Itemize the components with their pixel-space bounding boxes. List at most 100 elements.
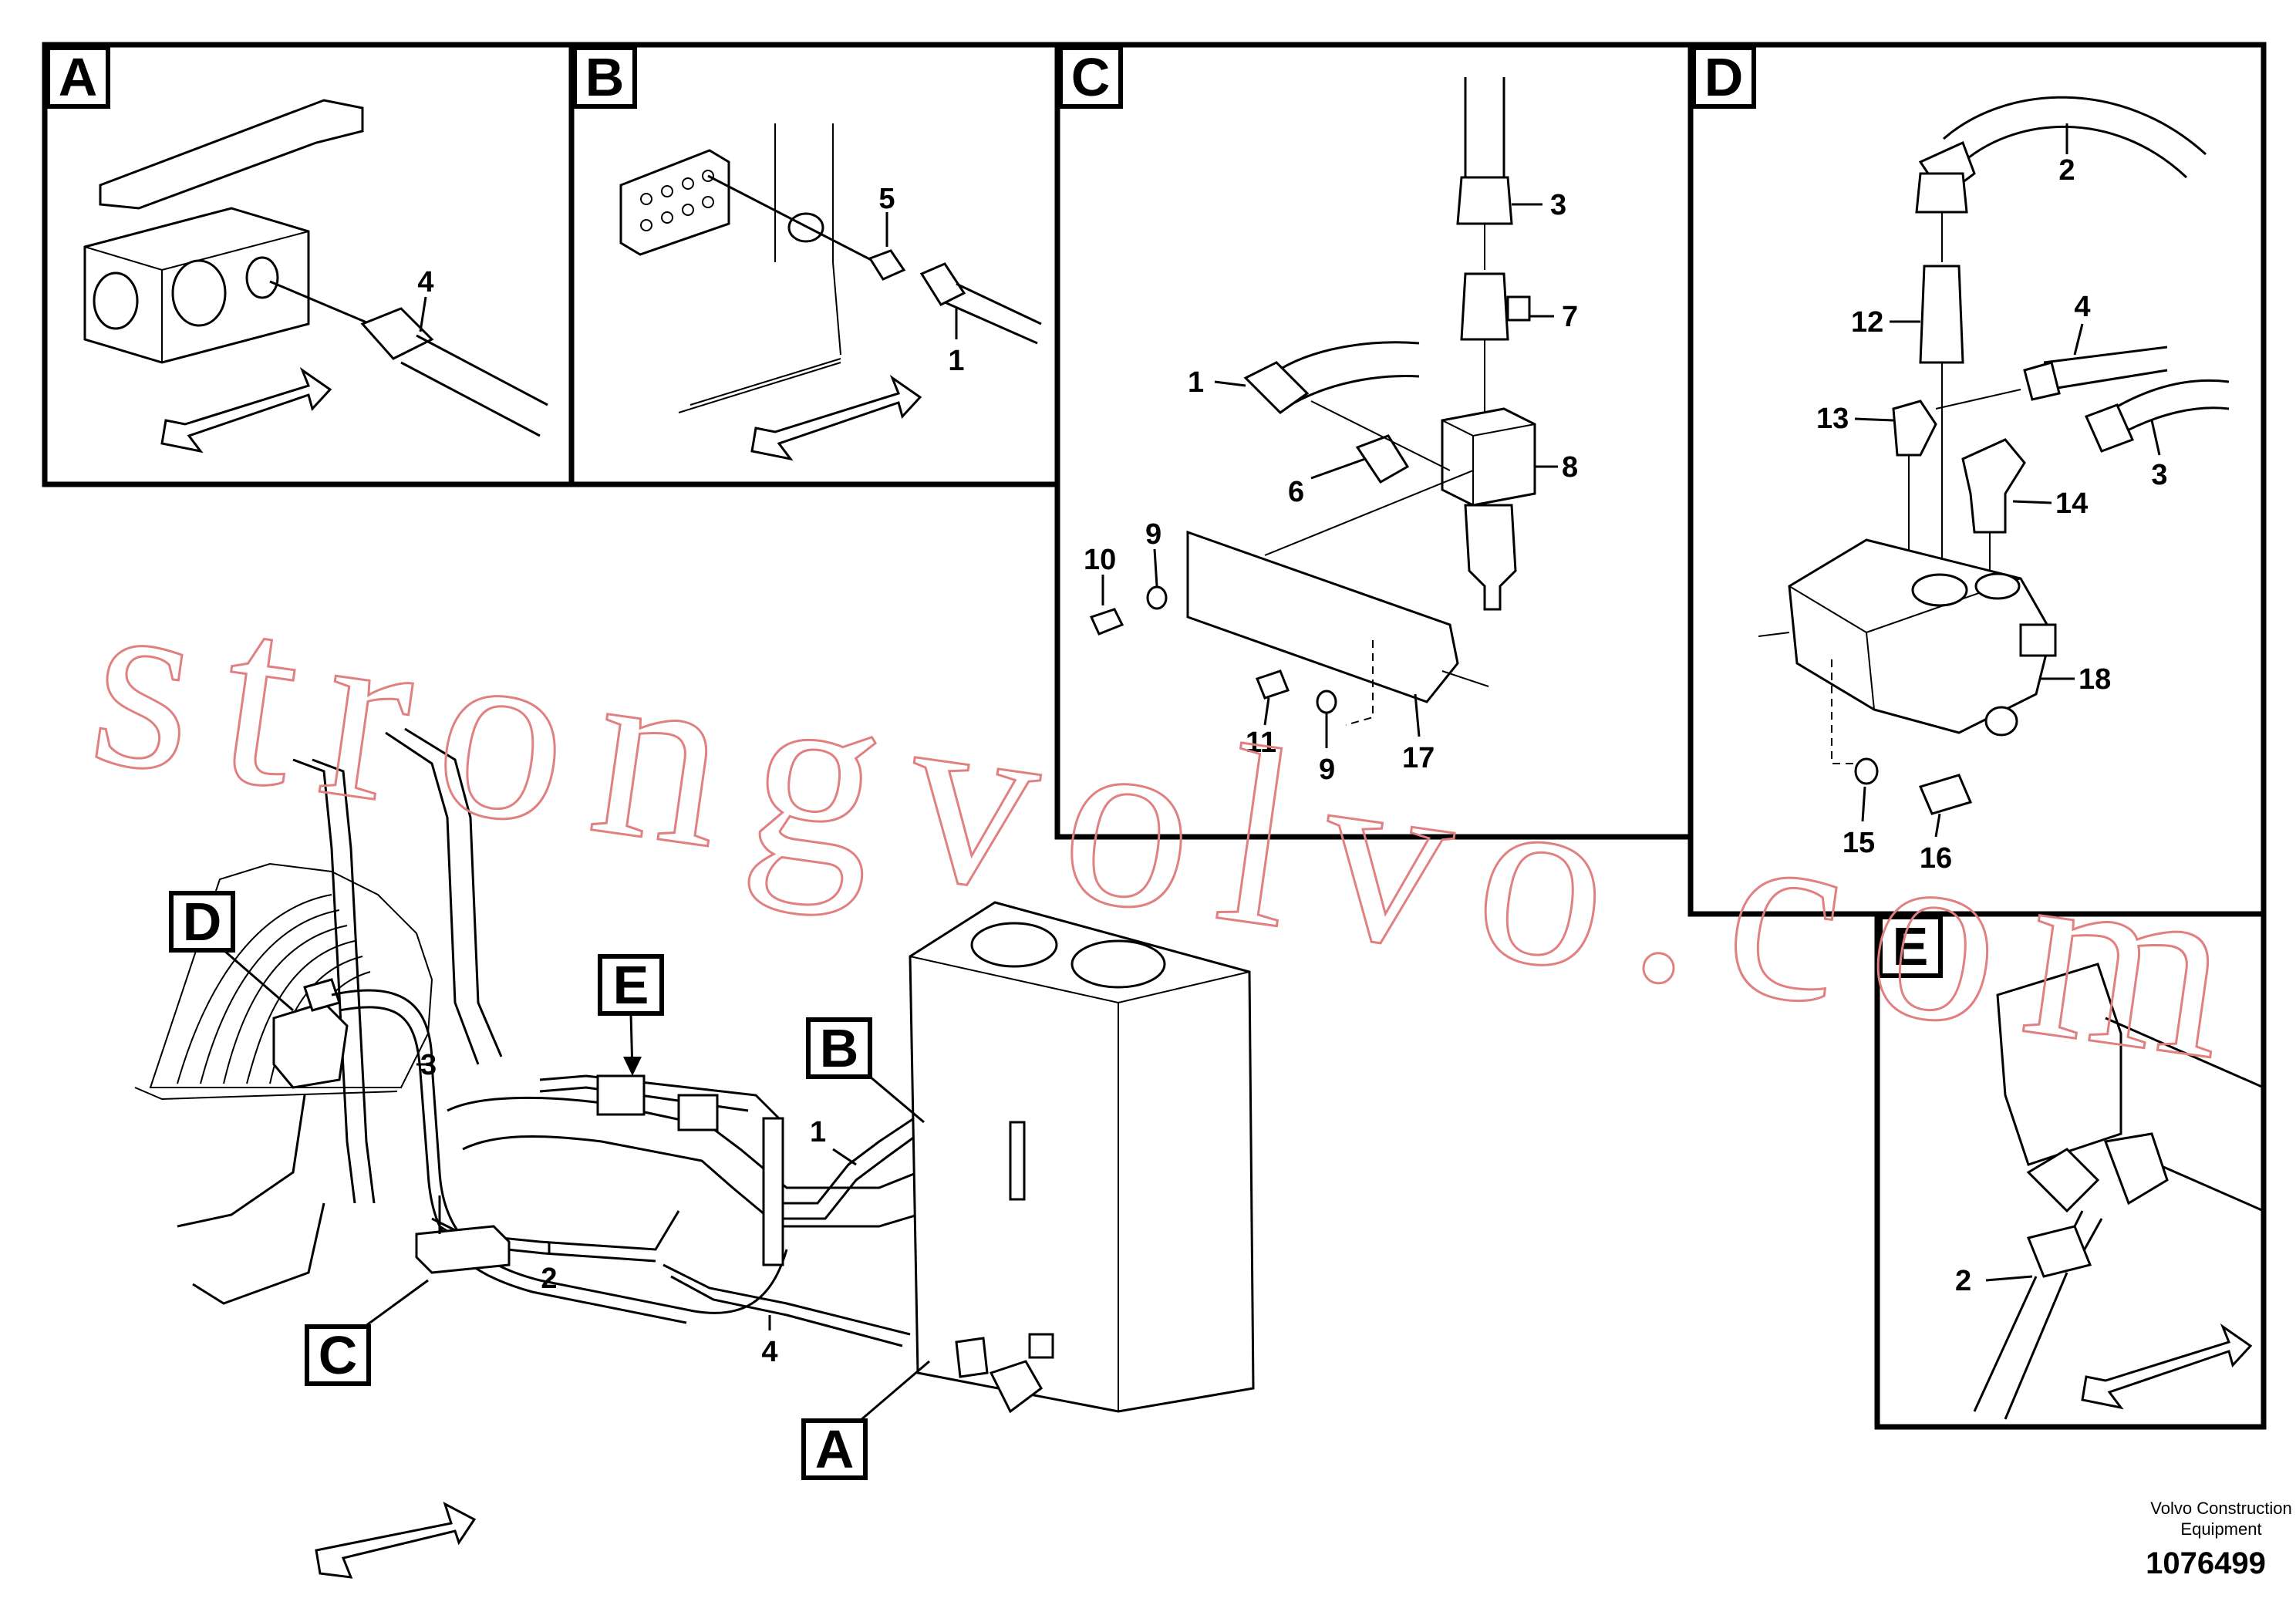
- main-callout-1: 1: [810, 1116, 826, 1148]
- axis-d-3: [1935, 389, 2021, 410]
- main-assembly: D E B C A 3 1 2 4: [134, 727, 1255, 1579]
- callout-c-7: 7: [1562, 301, 1578, 333]
- hose-nut-3-d: [2084, 403, 2135, 453]
- tag-b: [806, 1017, 872, 1079]
- fan-guard: [134, 862, 433, 1101]
- panel-b-tag: [572, 46, 637, 109]
- callout-d-15-leader: [1861, 786, 1866, 822]
- main-callout-1-leader: [832, 1148, 857, 1166]
- callout-d-13-leader: [1854, 417, 1894, 422]
- tag-c-letter: C: [319, 1325, 358, 1385]
- callout-c-11: 11: [1246, 727, 1276, 759]
- main-tube: [447, 1096, 919, 1228]
- main-callout-3: 3: [420, 1049, 437, 1081]
- fitting-e-1: [2026, 1148, 2100, 1213]
- tee-port: [1506, 295, 1531, 322]
- panel-c: C 3 7 1 8 6 10: [1054, 42, 1694, 840]
- elbow-14: [1961, 438, 2026, 534]
- footer-brand-line-1: Volvo Construction: [2150, 1499, 2291, 1518]
- direction-arrow-a: [160, 366, 332, 454]
- callout-d-14: 14: [2055, 487, 2088, 520]
- washer-9-b: [1316, 690, 1337, 714]
- frame-tube-left: [292, 758, 376, 1204]
- axis-line-3: [1310, 400, 1451, 471]
- tank-cap-1: [970, 922, 1058, 968]
- valve-8: [1441, 407, 1536, 507]
- hose-2-d: [1943, 96, 2207, 179]
- tag-a-letter: A: [815, 1419, 855, 1479]
- tag-e-letter: E: [613, 955, 649, 1015]
- tag-c: [305, 1324, 371, 1386]
- hose-3-c: [1464, 77, 1505, 177]
- panel-b-letter: B: [585, 47, 625, 107]
- hose-1-main: [779, 1109, 930, 1220]
- callout-b-1: 1: [948, 345, 964, 377]
- callout-c-6: 6: [1288, 476, 1304, 508]
- panel-d: D 2 12 4: [1687, 42, 2267, 917]
- fitting-e-2: [2103, 1132, 2169, 1206]
- hose-nut-e: [2026, 1225, 2092, 1278]
- tag-d-letter: D: [183, 892, 222, 952]
- tag-d-leader: [223, 949, 294, 1012]
- callout-c-9-a: 9: [1145, 518, 1161, 551]
- panel-a-letter: A: [59, 47, 98, 107]
- direction-arrow-b: [750, 374, 922, 461]
- axis-line-5: [1441, 670, 1489, 687]
- bracket-17: [1186, 530, 1459, 703]
- hose-4-d: [2043, 346, 2168, 391]
- main-callout-2: 2: [541, 1263, 557, 1295]
- hidden-line-d: [1831, 659, 1855, 764]
- pump-edges: [1789, 578, 2021, 710]
- panel-d-letter: D: [1704, 47, 1744, 107]
- panel-e-letter: E: [1893, 916, 1929, 976]
- callout-d-15: 15: [1843, 827, 1875, 859]
- callout-c-11-leader: [1263, 697, 1270, 726]
- tag-a: [801, 1418, 868, 1480]
- pump-port-2: [1974, 572, 2021, 600]
- adapter-12: [1919, 265, 1964, 364]
- flange-e: [1996, 963, 2122, 1166]
- callout-d-12: 12: [1851, 306, 1883, 339]
- callout-c-8: 8: [1562, 451, 1578, 484]
- tank-outlet: [989, 1360, 1043, 1414]
- hose-nut: [360, 307, 434, 360]
- callout-c-1: 1: [1188, 366, 1204, 399]
- callout-c-17: 17: [1402, 742, 1435, 774]
- callout-c-1-leader: [1214, 380, 1246, 387]
- tag-c-leader: [362, 1279, 429, 1330]
- port-2: [171, 259, 227, 327]
- tag-a-leader: [859, 1360, 930, 1422]
- drawing-number: 1076499: [2146, 1546, 2266, 1580]
- callout-d-3-leader: [2150, 420, 2161, 456]
- hose-nut-1: [1243, 361, 1310, 414]
- callout-d-2: 2: [2058, 154, 2075, 187]
- bolt-10: [1089, 608, 1124, 636]
- panel-e: E 2: [1874, 911, 2267, 1430]
- fitting-5: [868, 249, 906, 281]
- main-direction-arrow: [315, 1501, 477, 1579]
- callout-c-9-a-leader: [1153, 548, 1158, 587]
- valve-block-edges: [84, 231, 309, 363]
- main-valve-c: [415, 1225, 511, 1274]
- panel-a-tag: [46, 46, 110, 109]
- callout-a-4: 4: [417, 266, 433, 298]
- tag-b-leader: [869, 1075, 925, 1124]
- callout-a-4-leader: [419, 296, 427, 332]
- valve-8-stem: [1464, 504, 1517, 611]
- pump-boss: [1984, 706, 2018, 737]
- frame-lines: [678, 123, 841, 413]
- washer-9-a: [1146, 585, 1168, 610]
- shaft-line: [1758, 632, 1790, 637]
- panel-e-tag: [1878, 915, 1943, 978]
- footer-brand-line-2: Equipment: [2180, 1519, 2261, 1539]
- frame-tube-lower: [177, 1094, 325, 1305]
- hose-4: [400, 334, 548, 437]
- main-pump: [272, 1001, 349, 1089]
- mount-bracket: [99, 99, 364, 210]
- leader-line-b: [707, 174, 884, 268]
- panel-b: B 5 1: [568, 42, 1060, 487]
- port-1: [93, 271, 139, 330]
- hose-nut-3: [1456, 176, 1513, 225]
- panel-d-tag: [1691, 46, 1756, 109]
